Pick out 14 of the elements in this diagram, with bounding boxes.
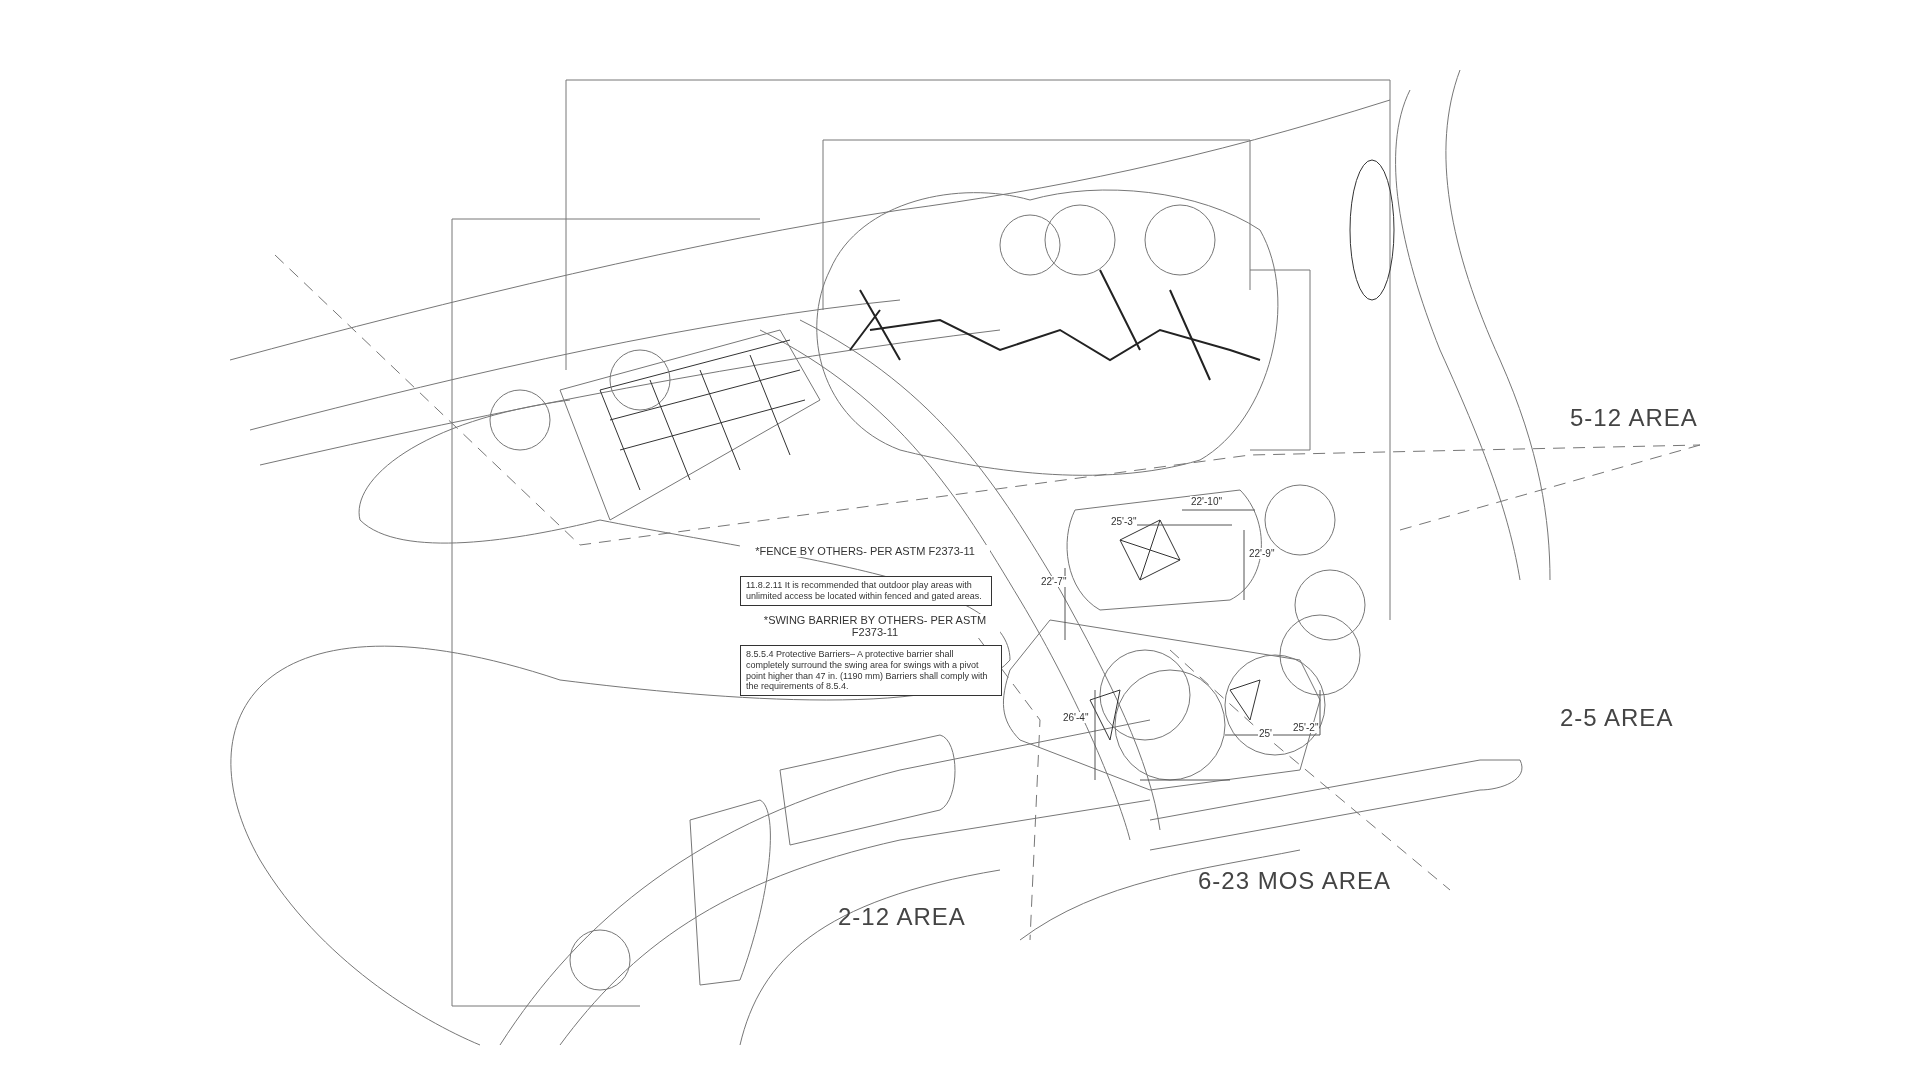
dimension-text: 25'-3" xyxy=(1110,516,1138,527)
area-label: 2-5 AREA xyxy=(1560,705,1674,732)
dimension-text: 25' xyxy=(1258,728,1274,739)
area-label: 5-12 AREA xyxy=(1570,405,1698,432)
note-box: 11.8.2.11 It is recommended that outdoor play areas with unlimited access be located within fenced and gated areas. xyxy=(740,576,992,606)
area-label: 6-23 MOS AREA xyxy=(1198,868,1392,895)
dimension-text: 25'-2" xyxy=(1292,722,1320,733)
area-label: 2-12 AREA xyxy=(838,904,966,931)
dimension-text: 22'-7" xyxy=(1040,576,1068,587)
dimension-text: 22'-9" xyxy=(1248,548,1276,559)
note-text: *FENCE BY OTHERS- PER ASTM F2373-11 xyxy=(740,545,990,558)
note-box: 8.5.5.4 Protective Barriers– A protective barrier shall completely surround the swing area for swings with a pivot point higher than 47 in. (1190 mm) Barriers shall comply with the requirements of 8.5.4. xyxy=(740,645,1002,697)
dimension-text: 26'-4" xyxy=(1062,712,1090,723)
dimension-text: 22'-10" xyxy=(1190,496,1224,507)
